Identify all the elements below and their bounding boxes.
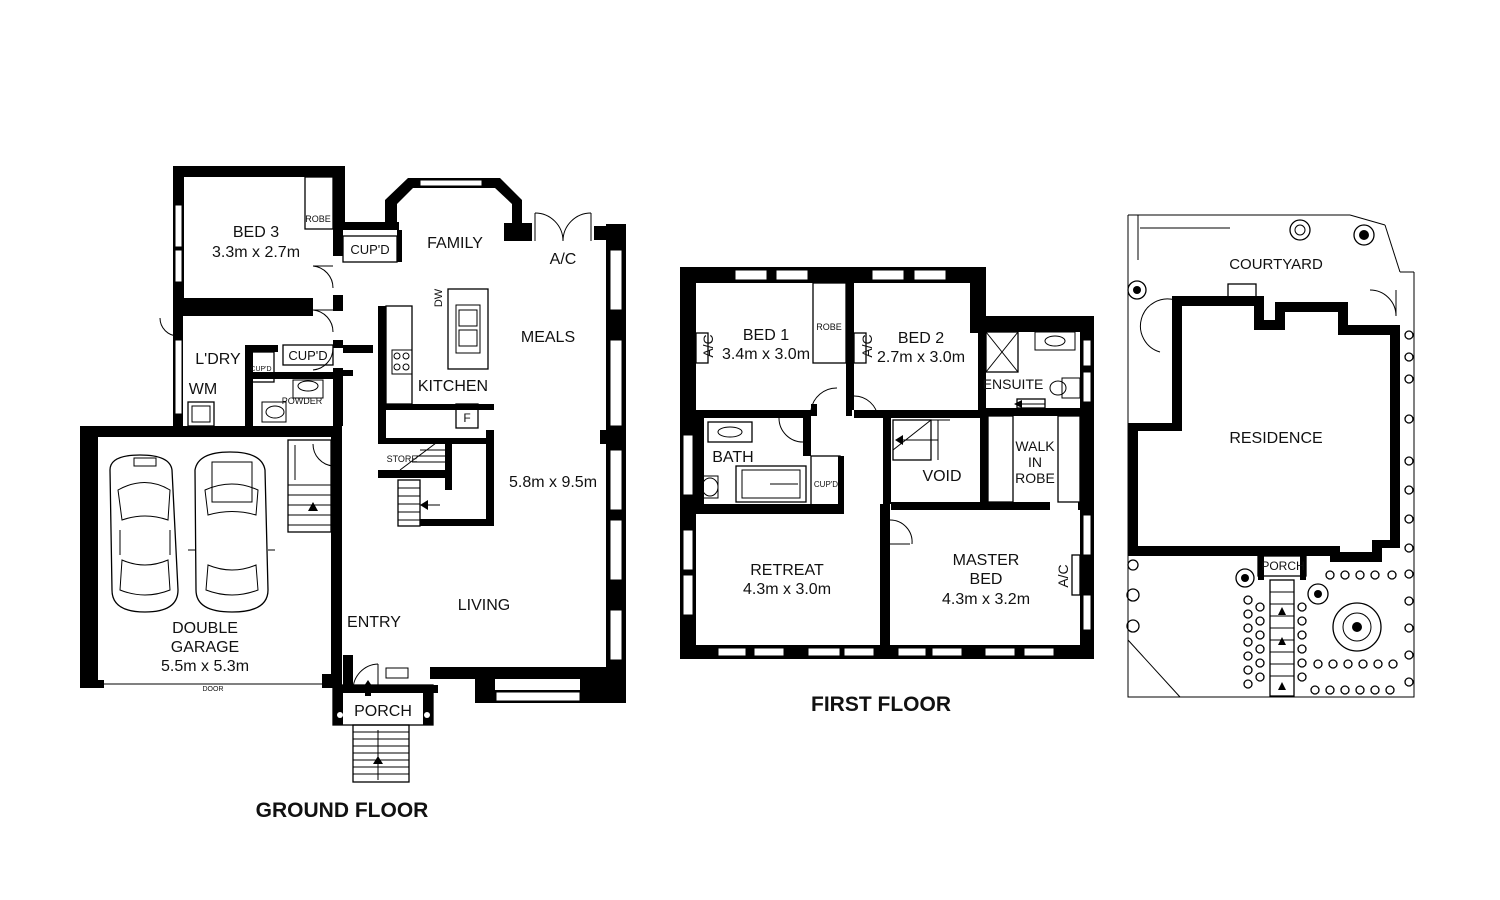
cupboard-label: CUP'D [350, 242, 389, 257]
first-floor-plan: BED 1 3.4m x 3.0m ROBE A/C BED 2 2.7m x … [680, 267, 1094, 716]
washing-machine-label: WM [189, 381, 217, 398]
room-label-powder: POWDER [282, 396, 323, 406]
room-label-entry: ENTRY [347, 614, 401, 631]
room-label-bath: BATH [712, 449, 753, 466]
room-size-garage: 5.5m x 5.3m [161, 658, 249, 675]
room-label-master-bed: BED [970, 571, 1003, 588]
room-size-bed2: 2.7m x 3.0m [877, 349, 965, 366]
room-label-walkin-robe: IN [1028, 454, 1042, 470]
site-plan: COURTYARD RESIDENCE PORCH [1126, 214, 1415, 698]
tree-icon [1307, 583, 1329, 605]
ac-label: A/C [700, 334, 716, 357]
cupboard-label: CUP'D [814, 480, 838, 489]
room-label-bed2: BED 2 [898, 330, 944, 347]
room-label-family: FAMILY [427, 235, 483, 252]
courtyard-label: COURTYARD [1229, 256, 1323, 273]
first-floor-title: FIRST FLOOR [811, 693, 951, 716]
dishwasher-label: DW [433, 288, 445, 307]
tree-icon [1353, 224, 1375, 246]
ac-label: A/C [550, 251, 577, 268]
door-label: DOOR [203, 686, 224, 693]
room-label-laundry: L'DRY [195, 351, 241, 368]
site-porch-label: PORCH [1261, 559, 1304, 573]
room-label-void: VOID [922, 468, 961, 485]
shrub-row-icon [1126, 330, 1414, 695]
room-label-kitchen: KITCHEN [418, 378, 488, 395]
cupboard-label: CUP'D [250, 366, 271, 373]
car-icon [109, 454, 179, 613]
car-icon [188, 451, 275, 613]
ac-label: A/C [1055, 564, 1071, 587]
robe-label: ROBE [816, 322, 842, 332]
tree-icon [1332, 602, 1382, 652]
room-label-bed3: BED 3 [233, 224, 279, 241]
ac-label: A/C [859, 334, 875, 357]
fridge-label: F [463, 411, 470, 425]
room-label-walkin-robe: ROBE [1015, 470, 1055, 486]
tree-icon [1127, 280, 1147, 300]
store-label: STORE [387, 454, 418, 464]
room-label-master-bed: MASTER [953, 552, 1020, 569]
cupboard-label: CUP'D [288, 348, 327, 363]
room-label-bed1: BED 1 [743, 327, 789, 344]
room-size-bed1: 3.4m x 3.0m [722, 346, 810, 363]
room-size-bed3: 3.3m x 2.7m [212, 244, 300, 261]
room-label-porch: PORCH [354, 703, 412, 720]
room-size-master-bed: 4.3m x 3.2m [942, 591, 1030, 608]
ground-floor-plan: BED 3 3.3m x 2.7m ROBE CUP'D FAMILY A/C … [80, 166, 626, 822]
residence-label: RESIDENCE [1229, 430, 1322, 447]
room-size-living: 5.8m x 9.5m [509, 474, 597, 491]
room-size-retreat: 4.3m x 3.0m [743, 581, 831, 598]
room-label-retreat: RETREAT [750, 562, 824, 579]
ground-floor-title: GROUND FLOOR [256, 799, 429, 822]
room-label-garage: DOUBLE [172, 620, 238, 637]
tree-icon [1235, 568, 1255, 588]
room-label-ensuite: ENSUITE [983, 376, 1044, 392]
tree-icon [1289, 219, 1311, 241]
room-label-garage: GARAGE [171, 639, 239, 656]
robe-label: ROBE [305, 214, 331, 224]
room-label-meals: MEALS [521, 329, 575, 346]
room-label-living: LIVING [458, 597, 510, 614]
room-label-walkin-robe: WALK [1015, 438, 1055, 454]
